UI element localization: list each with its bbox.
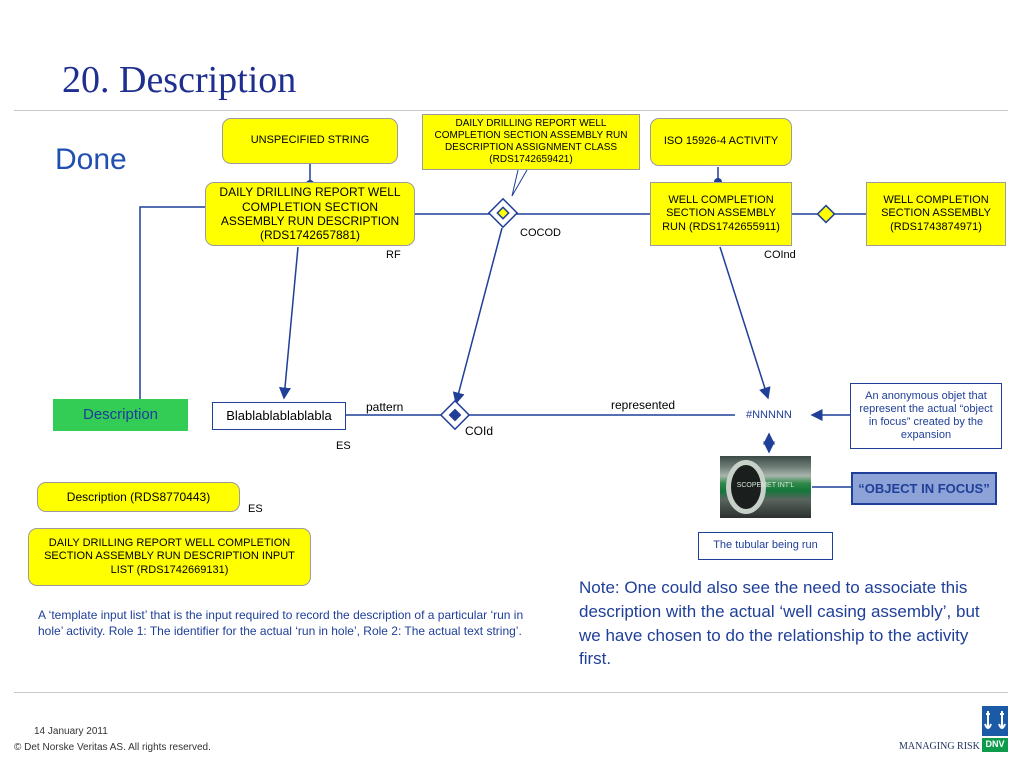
- node-tubular: The tubular being run: [698, 532, 833, 560]
- template-input-note: A ‘template input list’ that is the inpu…: [38, 608, 524, 639]
- node-assembly-run: WELL COMPLETION SECTION ASSEMBLY RUN (RD…: [650, 182, 792, 246]
- assembly-diamond: [816, 204, 836, 224]
- relationship-note: Note: One could also see the need to ass…: [579, 578, 980, 669]
- footer-divider: [14, 692, 1008, 693]
- footer-tagline: MANAGING RISK: [899, 741, 980, 752]
- footer-date: 14 January 2011: [34, 726, 108, 737]
- node-object-in-focus: “OBJECT IN FOCUS”: [851, 472, 997, 505]
- node-run-description: DAILY DRILLING REPORT WELL COMPLETION SE…: [205, 182, 415, 246]
- line-description-to-run-description: [139, 206, 205, 400]
- arrow-assembly-run-to-nnnnn: [719, 246, 771, 400]
- node-nnnnn: #NNNNN: [746, 409, 792, 421]
- tubular-opening: [726, 460, 766, 514]
- dnv-logo: DNV: [982, 706, 1008, 752]
- tubular-photo: SCOPEMET INT'L: [720, 456, 811, 518]
- dnv-logo-text: DNV: [985, 739, 1005, 749]
- node-blabla: Blablablablablabla: [212, 402, 346, 430]
- label-coid: COId: [465, 424, 494, 438]
- label-coind: COInd: [764, 249, 796, 261]
- node-description-rds: Description (RDS8770443): [37, 482, 240, 512]
- node-iso-activity: ISO 15926-4 ACTIVITY: [650, 118, 792, 166]
- label-es-upper: ES: [336, 440, 351, 452]
- node-unspecified-string: UNSPECIFIED STRING: [222, 118, 398, 164]
- label-represented: represented: [611, 398, 676, 412]
- photo-watermark: SCOPEMET INT'L: [736, 482, 795, 489]
- arrow-run-description-to-blabla: [278, 246, 299, 400]
- node-input-list: DAILY DRILLING REPORT WELL COMPLETION SE…: [28, 528, 311, 586]
- node-assembly: WELL COMPLETION SECTION ASSEMBLY (RDS174…: [866, 182, 1006, 246]
- label-rf: RF: [386, 249, 401, 261]
- coid-diamond: [439, 399, 471, 431]
- cocod-diamond: [487, 197, 519, 229]
- note-anonymous-object: An anonymous objet that represent the ac…: [850, 383, 1002, 449]
- dnv-logo-graphic: [982, 706, 1008, 752]
- footer-copyright: © Det Norske Veritas AS. All rights rese…: [14, 742, 211, 753]
- arrow-cocod-to-coid: [452, 227, 503, 405]
- label-es-lower: ES: [248, 503, 263, 515]
- label-pattern: pattern: [366, 400, 404, 414]
- node-description: Description: [53, 399, 188, 431]
- status-label: Done: [55, 143, 127, 176]
- node-assignment-class: DAILY DRILLING REPORT WELL COMPLETION SE…: [422, 114, 640, 170]
- header-divider: [14, 110, 1008, 111]
- callout-pointer: [511, 169, 528, 197]
- slide-title: 20. Description: [62, 59, 297, 101]
- label-cocod: COCOD: [520, 227, 561, 239]
